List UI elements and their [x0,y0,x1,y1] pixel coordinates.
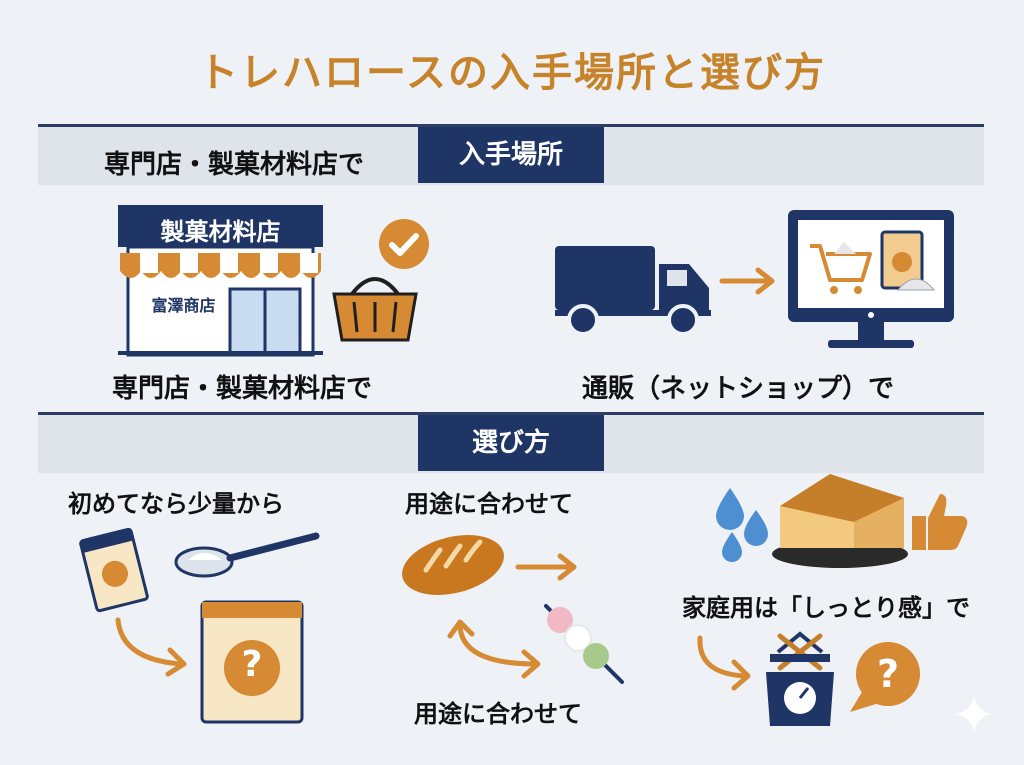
col2-caption-top: 用途に合わせて [405,490,573,518]
water-drops-icon [716,488,768,562]
truck-icon [555,246,711,336]
col2-caption-bottom: 用途に合わせて [414,700,582,728]
sugar-pack-icon [79,527,149,613]
col1-caption: 初めてなら少量から [68,490,284,518]
store-caption: 専門店・製菓材料店で [112,374,373,404]
dango-icon [544,604,624,684]
section-label-sources: 入手場所 [418,127,604,183]
store-name: 富澤商店 [151,296,216,315]
arrow-right-icon [719,267,775,295]
thumbs-up-icon [912,494,968,550]
arrow-down-right-icon [697,635,751,691]
arrow-double-icon [447,619,541,679]
basket-icon [332,277,418,342]
band-text-store: 専門店・製菓材料店で [104,150,365,180]
page-title: トレハロースの入手場所と選び方 [198,50,826,96]
section-label-choosing: 選び方 [418,415,604,471]
store-icon [118,205,323,357]
spoon-icon [174,532,320,578]
arrow-right-icon [515,553,577,581]
speech-question-mark: ? [876,652,900,696]
monitor-cart-icon [788,210,954,348]
checkmark-icon [379,219,429,269]
sparkle-icon [956,696,992,732]
arrow-curved-icon [115,617,187,677]
question-bag-icon [200,600,304,724]
question-mark: ? [241,644,263,685]
col3-caption: 家庭用は「しっとり感」で [682,594,970,622]
scale-icon [766,631,834,726]
speech-bubble-question-icon [850,642,920,712]
online-caption: 通販（ネットショップ）で [582,374,895,404]
bread-icon [402,535,504,595]
cake-icon [772,474,908,568]
store-sign: 製菓材料店 [160,218,281,246]
